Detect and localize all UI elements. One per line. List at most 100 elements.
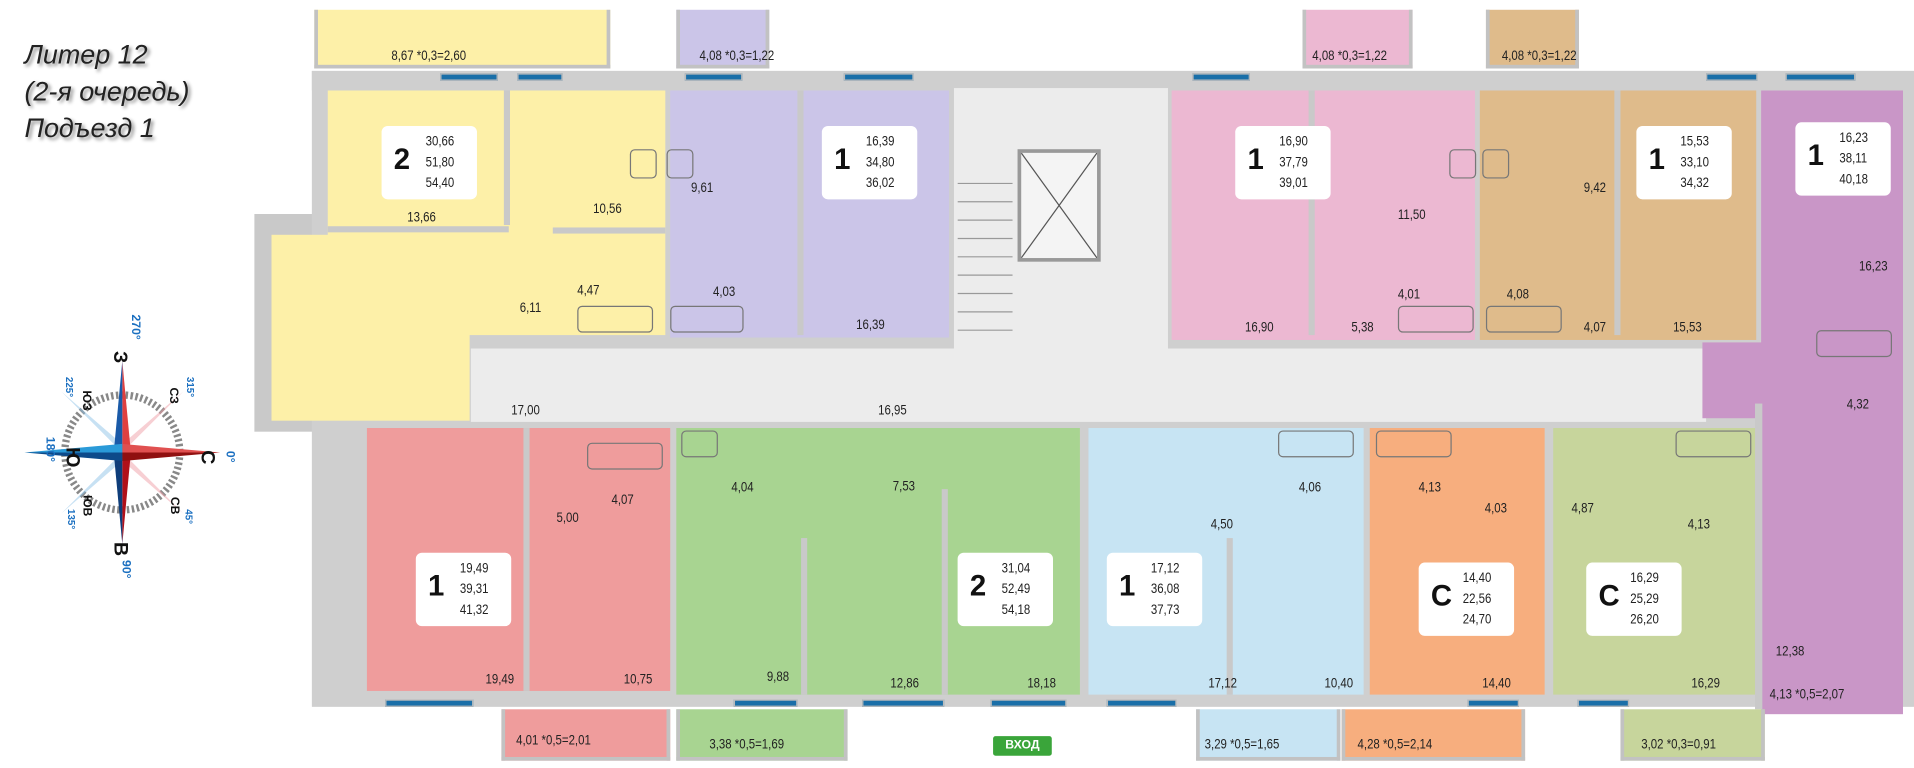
stove-icon bbox=[1482, 149, 1510, 179]
apartment-olive[interactable] bbox=[1553, 428, 1759, 695]
apartment-area-value: 26,20 bbox=[1630, 612, 1659, 628]
window bbox=[990, 699, 1067, 707]
apartment-area-value: 15,53 bbox=[1680, 134, 1710, 150]
compass-rose-icon bbox=[24, 360, 221, 545]
window bbox=[1192, 73, 1250, 81]
room-area-label: 4,03 bbox=[1484, 501, 1507, 517]
room-area-label: 9,88 bbox=[766, 670, 790, 685]
corridor-area-label: 16,95 bbox=[878, 403, 907, 419]
apartment-area-value: 38,11 bbox=[1839, 151, 1868, 167]
wall bbox=[797, 90, 804, 336]
apartment-area-value: 31,04 bbox=[1001, 561, 1031, 576]
apartment-orange[interactable] bbox=[1369, 428, 1545, 695]
room-area-label: 6,11 bbox=[519, 300, 542, 316]
room-area-label: 4,32 bbox=[1846, 397, 1869, 413]
balcony-area-label: 4,08 *0,3=1,22 bbox=[699, 48, 775, 64]
room-area-label: 10,40 bbox=[1324, 676, 1354, 691]
room-area-label: 9,42 bbox=[1583, 180, 1607, 196]
room-area-label: 16,29 bbox=[1691, 676, 1721, 691]
apartment-area-value: 34,32 bbox=[1680, 176, 1710, 191]
wall bbox=[1614, 90, 1621, 336]
corridor bbox=[470, 348, 1707, 422]
apartment-room-count: 1 bbox=[834, 143, 851, 177]
compass-label-se_deg: 135° bbox=[65, 509, 77, 530]
room-area-label: 4,01 bbox=[1397, 287, 1421, 303]
balcony-area-label: 3,38 *0,5=1,69 bbox=[709, 737, 785, 753]
balcony-area-label: 4,08 *0,3=1,22 bbox=[1312, 48, 1387, 64]
window bbox=[733, 699, 798, 707]
apartment-area-value: 17,12 bbox=[1150, 561, 1180, 576]
window bbox=[1706, 73, 1758, 81]
bathtub-icon bbox=[1816, 330, 1892, 358]
apartment-info-box: 1 16,39 34,80 36,02 bbox=[821, 125, 918, 200]
apartment-room-count: 1 bbox=[1247, 143, 1264, 177]
apartment-area-value: 16,29 bbox=[1630, 571, 1659, 586]
apartment-area-value: 51,80 bbox=[425, 155, 455, 170]
window bbox=[1467, 699, 1519, 707]
apartment-area-value: 22,56 bbox=[1462, 591, 1492, 607]
balcony-area-label: 4,01 *0,5=2,01 bbox=[516, 733, 591, 749]
balcony-area-label: 3,29 *0,5=1,65 bbox=[1204, 737, 1280, 753]
apartment-area-value: 37,79 bbox=[1279, 155, 1308, 170]
title-entrance: Подъезд 1 bbox=[24, 112, 155, 144]
apartment-area-value: 16,39 bbox=[865, 134, 895, 150]
apartment-area-value: 36,02 bbox=[865, 176, 895, 191]
wall bbox=[941, 489, 948, 695]
apartment-area-value: 40,18 bbox=[1839, 172, 1869, 188]
room-area-label: 19,49 bbox=[485, 672, 515, 688]
bathtub-icon bbox=[1278, 430, 1354, 458]
window bbox=[684, 73, 743, 81]
room-area-label: 9,61 bbox=[690, 180, 714, 196]
room-area-label: 7,53 bbox=[892, 479, 916, 495]
bathtub-icon bbox=[1485, 305, 1562, 333]
room-area-label: 11,50 bbox=[1397, 207, 1426, 223]
apartment-area-value: 54,18 bbox=[1001, 602, 1031, 618]
room-area-label: 5,38 bbox=[1351, 320, 1374, 336]
window bbox=[1785, 73, 1856, 81]
apartment-area-value: 52,49 bbox=[1001, 582, 1031, 597]
apartment-room-count: 2 bbox=[393, 143, 411, 177]
compass-label-west: З bbox=[108, 350, 130, 364]
room-area-label: 17,12 bbox=[1208, 676, 1237, 691]
apartment-room-count: С bbox=[1598, 579, 1620, 613]
compass-label-south_deg: 180° bbox=[42, 436, 57, 463]
wall bbox=[801, 538, 808, 695]
apartment-room-count: 2 bbox=[969, 569, 987, 603]
apartment-info-box: 2 31,04 52,49 54,18 bbox=[957, 552, 1054, 627]
apartment-room-count: 1 bbox=[1648, 143, 1665, 177]
apartment-area-value: 16,90 bbox=[1279, 134, 1308, 150]
bathtub-icon bbox=[681, 430, 718, 458]
apartment-area-value: 16,23 bbox=[1839, 130, 1869, 146]
window bbox=[517, 73, 563, 81]
room-area-label: 12,86 bbox=[890, 676, 919, 691]
window bbox=[1577, 699, 1630, 707]
apartment-room-count: 1 bbox=[1807, 139, 1824, 173]
room-area-label: 4,13 bbox=[1418, 480, 1441, 496]
room-area-label: 18,18 bbox=[1027, 676, 1056, 691]
balcony-yellow bbox=[314, 9, 611, 69]
stove-icon bbox=[1449, 149, 1477, 179]
window bbox=[843, 73, 914, 81]
balcony-area-label: 8,67 *0,3=2,60 bbox=[391, 48, 467, 64]
balcony-area-label: 4,28 *0,5=2,14 bbox=[1357, 737, 1433, 753]
window bbox=[440, 73, 498, 81]
apartment-area-value: 34,80 bbox=[865, 155, 895, 170]
stove-icon bbox=[629, 149, 657, 179]
apartment-yellow-room bbox=[271, 234, 470, 421]
balcony-olive bbox=[1620, 709, 1765, 761]
stairs-icon bbox=[957, 182, 1013, 331]
wall bbox=[1226, 538, 1233, 695]
balcony-lavender bbox=[676, 9, 770, 69]
room-area-label: 16,90 bbox=[1245, 320, 1274, 336]
balcony-blue bbox=[1196, 709, 1341, 761]
compass-label-se: ЮВ bbox=[79, 494, 94, 517]
apartment-room-count: 1 bbox=[1119, 569, 1136, 603]
window bbox=[862, 699, 945, 707]
wall bbox=[503, 90, 510, 226]
apartment-area-value: 24,70 bbox=[1462, 612, 1492, 628]
wall bbox=[1308, 90, 1315, 336]
compass-label-ne: СВ bbox=[167, 496, 181, 515]
compass-label-sw: ЮЗ bbox=[79, 390, 93, 411]
